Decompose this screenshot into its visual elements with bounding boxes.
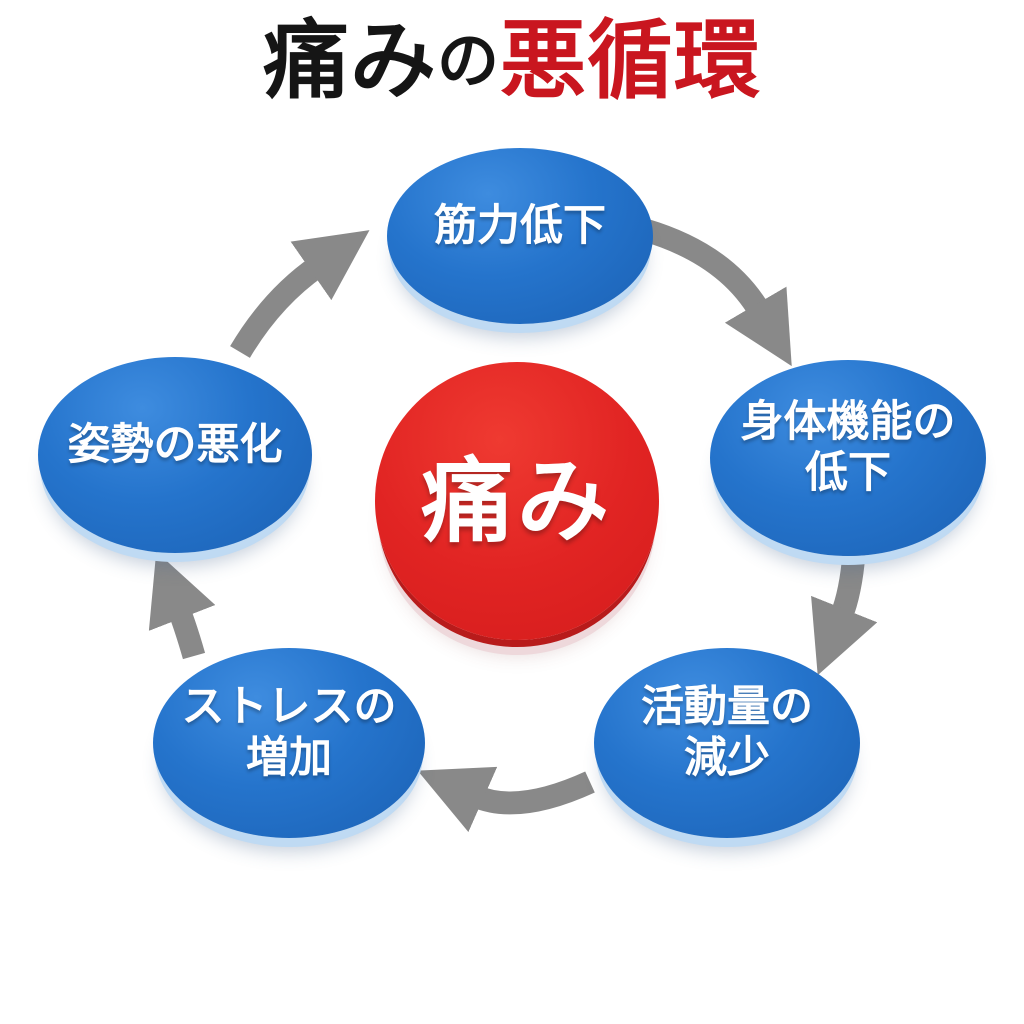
node-muscle-weakness: 筋力低下 [387,148,653,324]
node-physical-function-decline: 身体機能の 低下 [710,360,986,556]
node-label: 活動量の 減少 [641,682,813,783]
node-label: 筋力低下 [434,201,606,252]
arrow-right-to-bottom-right-icon [811,552,878,676]
node-label-line: 姿勢の悪化 [67,420,283,469]
arrow-bottom-right-to-bottom-left-icon [417,766,595,833]
arrow-left-to-top-icon [230,230,370,358]
node-label: ストレスの 増加 [182,682,397,783]
node-label-line: 低下 [805,449,891,497]
node-activity-decrease: 活動量の 減少 [594,648,860,838]
page-title: 痛みの悪循環 [0,10,1024,109]
title-part-vicious-cycle: 悪循環 [500,13,761,109]
node-label-line: 減少 [684,734,770,782]
center-node-pain: 痛み [375,362,659,640]
node-label-line: 活動量の [641,683,813,732]
title-part-no: の [436,27,500,96]
node-stress-increase: ストレスの 増加 [153,648,425,838]
node-posture-worsening: 姿勢の悪化 [38,357,312,553]
center-pain-label: 痛み [420,450,613,553]
node-label-line: ストレスの [181,683,397,732]
node-label-line: 筋力低下 [434,201,606,250]
node-label-line: 身体機能の [740,398,956,447]
node-label: 姿勢の悪化 [68,420,283,471]
arrow-top-to-right-icon [641,218,792,367]
node-label-line: 増加 [246,734,332,782]
arrow-bottom-left-to-left-icon [148,551,216,660]
title-part-pain: 痛み [262,13,437,109]
node-label: 身体機能の 低下 [741,397,956,498]
